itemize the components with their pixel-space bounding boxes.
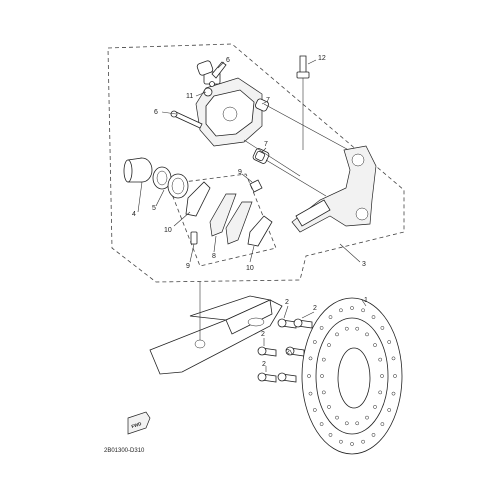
callout-2-a: 2 [285, 299, 289, 306]
diagram-code: 2B01300-D310 [104, 448, 145, 454]
fwd-arrow-icon: FWD [127, 411, 151, 435]
disc-hole [378, 390, 383, 395]
disc-bolt [257, 372, 277, 383]
disc-hole [312, 340, 317, 344]
pad-shim-left [185, 181, 211, 217]
disc-hole [350, 442, 354, 446]
callout-2-e: 2 [262, 361, 266, 368]
disc-hole [393, 374, 397, 378]
disc-hole [380, 326, 385, 330]
fwd-label: FWD [131, 421, 143, 429]
disc-hole [380, 374, 384, 378]
disc-hole [344, 421, 349, 426]
callout-2-b: 2 [313, 305, 317, 312]
pin-bolt-lower [170, 110, 203, 129]
disc-hole [365, 332, 369, 337]
disc-hole [308, 391, 313, 396]
callout-2-c: 2 [261, 331, 265, 338]
brake-pad-kit [209, 193, 253, 245]
disc-hole [335, 332, 339, 337]
disc-hole [327, 405, 331, 409]
callout-10-left: 10 [164, 227, 172, 234]
disc-bolts [257, 318, 313, 383]
pin-bolt-upper [211, 61, 227, 79]
boot-upper [255, 98, 269, 112]
callout-leaders [137, 59, 361, 263]
bracket-bolt [296, 55, 310, 150]
callout-1: 1 [364, 297, 368, 304]
disc-hole [319, 326, 324, 330]
disc-hole [373, 405, 377, 409]
caliper-assembly-boundary [107, 43, 405, 283]
disc-hole [320, 374, 324, 378]
disc-bolt [285, 346, 305, 357]
callout-3: 3 [362, 261, 366, 268]
disc-hole [350, 306, 354, 310]
callout-7-upper: 7 [266, 97, 270, 104]
disc-hole [344, 326, 349, 331]
dust-seal [167, 173, 189, 199]
callout-5: 5 [152, 205, 156, 212]
callout-2-d: 2 [286, 349, 290, 356]
pad-pin [190, 231, 198, 245]
disc-hole [365, 415, 369, 420]
pad-spring [249, 179, 263, 193]
disc-hole [391, 391, 396, 396]
disc-hole [321, 357, 326, 362]
disc-hole [378, 357, 383, 362]
callout-8: 8 [212, 253, 216, 260]
disc-hole [355, 421, 360, 426]
brake-disc [301, 297, 403, 455]
disc-bolt [277, 318, 297, 329]
disc-hole [355, 326, 360, 331]
caliper-piston [123, 157, 153, 183]
disc-hole [321, 390, 326, 395]
disc-hole [387, 408, 392, 412]
callout-6-lower: 6 [154, 109, 158, 116]
callout-10-right: 10 [246, 265, 254, 272]
callout-4: 4 [132, 211, 136, 218]
callout-12: 12 [318, 55, 326, 62]
pad-subassembly-boundary [167, 173, 277, 267]
disc-hole [361, 308, 365, 313]
disc-hole [339, 439, 343, 444]
disc-hole [335, 415, 339, 420]
disc-hole [327, 343, 331, 347]
callout-6-upper: 6 [226, 57, 230, 64]
disc-hole [319, 422, 324, 426]
disc-bolt-leaders [263, 305, 315, 372]
disc-bolt [293, 318, 313, 329]
disc-hole [380, 422, 385, 426]
bleed-screw [203, 81, 215, 97]
disc-hole [371, 315, 376, 319]
callout-7-lower: 7 [264, 141, 268, 148]
disc-hole [387, 340, 392, 344]
disc-hole [328, 315, 333, 319]
disc-holes [307, 306, 397, 446]
callout-9-lower: 9 [186, 263, 190, 270]
disc-hole [312, 408, 317, 412]
disc-bolt [257, 346, 277, 357]
caliper-body [195, 60, 263, 147]
disc-bolt [277, 372, 297, 383]
disc-hole [373, 343, 377, 347]
callout-9-upper: 9 [238, 169, 242, 176]
disc-hole [308, 356, 313, 361]
disc-hole [391, 356, 396, 361]
disc-hole [361, 439, 365, 444]
disc-hole [307, 374, 311, 378]
boot-lower [252, 148, 270, 164]
disc-hole [371, 433, 376, 437]
caliper-bracket [291, 145, 377, 233]
pad-shim-right [247, 215, 273, 247]
disc-hole [328, 433, 333, 437]
disc-hole [339, 308, 343, 313]
piston-seal [152, 166, 172, 190]
swingarm [149, 282, 283, 375]
callout-11: 11 [186, 93, 193, 100]
